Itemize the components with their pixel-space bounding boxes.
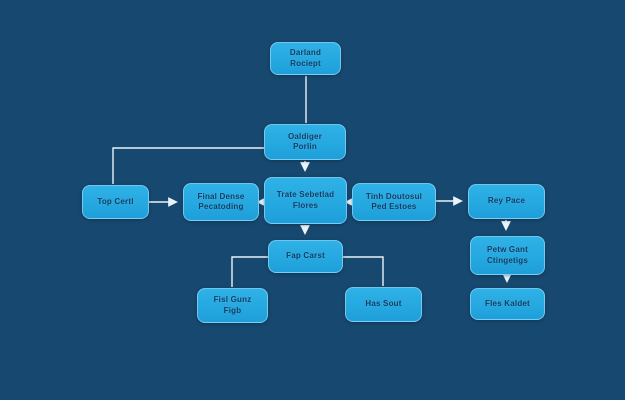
- edge-below-bottomleft: [231, 256, 268, 287]
- node-below-center: Fap Carst: [268, 240, 343, 273]
- node-row-right: Rey Pace: [468, 184, 545, 219]
- node-row-midright: Tinh Doutosul Ped Estoes: [352, 183, 436, 221]
- node-right-mid: Petw Gant Ctingetigs: [470, 236, 545, 275]
- node-row-midright-label: Tinh Doutosul Ped Estoes: [365, 191, 423, 211]
- node-bottom-left-label: Fisl Gunz Figb: [213, 295, 252, 315]
- node-bottom-mid: Has Sout: [345, 287, 422, 322]
- node-bottom-left: Fisl Gunz Figb: [197, 288, 268, 323]
- node-root: Darland Rociept: [270, 42, 341, 75]
- node-row-center: Trate Sebetlad Flores: [264, 177, 347, 224]
- node-row-right-label: Rey Pace: [487, 196, 526, 206]
- node-row-center-label: Trate Sebetlad Flores: [276, 190, 335, 210]
- node-level2: Oaldiger Porlin: [264, 124, 346, 160]
- node-row-midleft-label: Final Dense Pecatoding: [197, 191, 245, 211]
- node-root-label: Darland Rociept: [289, 48, 322, 68]
- node-row-midleft: Final Dense Pecatoding: [183, 183, 259, 221]
- node-bottom-mid-label: Has Sout: [365, 299, 402, 309]
- node-right-mid-label: Petw Gant Ctingetigs: [486, 245, 529, 265]
- edge-level2-rowleft: [112, 147, 264, 184]
- node-level2-label: Oaldiger Porlin: [287, 131, 323, 151]
- node-right-bottom-label: Fles Kaldet: [485, 298, 530, 308]
- node-right-bottom: Fles Kaldet: [470, 288, 545, 320]
- node-row-left: Top Certl: [82, 185, 149, 219]
- edge-below-bottommid: [343, 256, 384, 286]
- node-row-left-label: Top Certl: [97, 196, 134, 206]
- node-below-center-label: Fap Carst: [286, 251, 325, 261]
